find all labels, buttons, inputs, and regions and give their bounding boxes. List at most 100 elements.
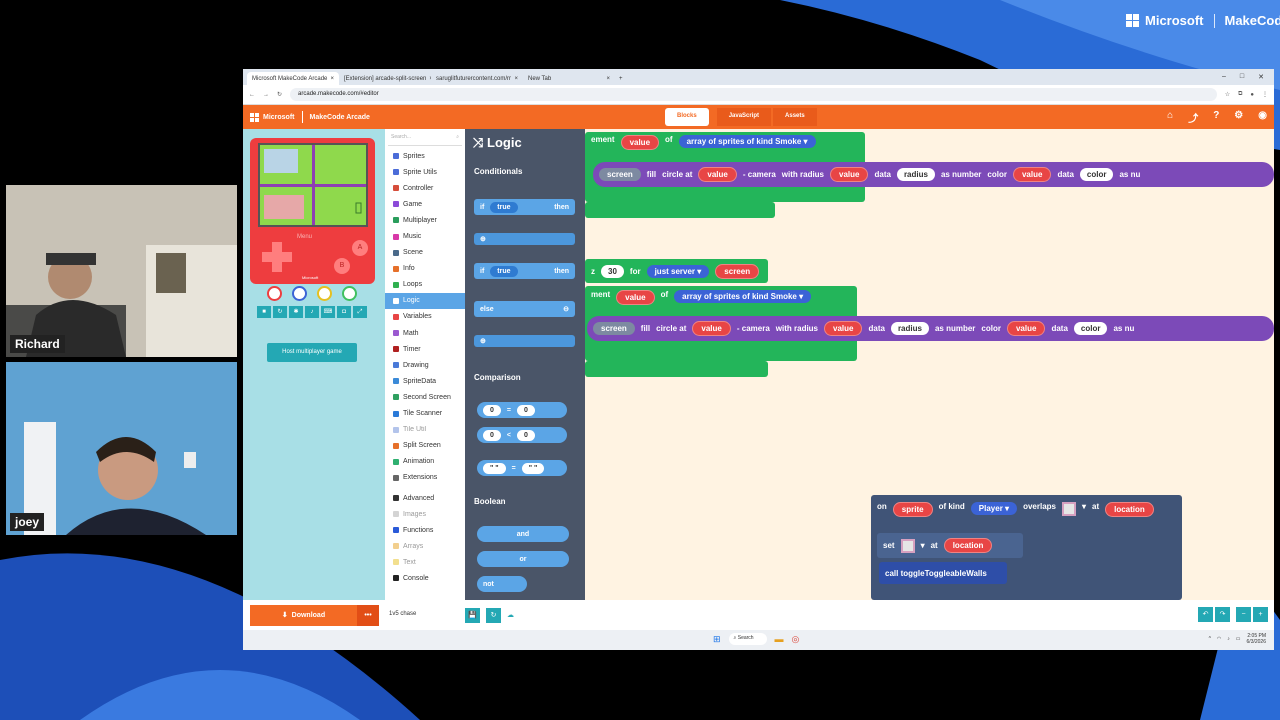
toolbox-category-timer[interactable]: Timer: [385, 341, 465, 357]
zoom-out-icon[interactable]: −: [1236, 607, 1251, 622]
toolbox-category-text[interactable]: Text: [385, 554, 465, 570]
app-title[interactable]: MakeCode Arcade: [309, 113, 370, 121]
home-icon[interactable]: ⌂: [1167, 109, 1174, 121]
browser-tab[interactable]: saruglitfuturercontent.com/rr×: [436, 75, 518, 82]
toolbox-category-functions[interactable]: Functions: [385, 522, 465, 538]
share-icon[interactable]: ⤴: [1188, 113, 1199, 125]
download-button[interactable]: ⬇ Download: [250, 604, 357, 626]
browser-tab[interactable]: [Extension] arcade-split-screen×: [339, 72, 431, 85]
more-button[interactable]: •••: [357, 604, 379, 626]
game-screen[interactable]: [258, 143, 368, 227]
close-icon[interactable]: ×: [429, 76, 431, 82]
file-explorer-icon[interactable]: ▬: [774, 634, 784, 644]
player-2-button[interactable]: [292, 286, 307, 301]
keyboard-icon[interactable]: ⌨: [321, 306, 335, 318]
close-window-icon[interactable]: ✕: [1258, 74, 1264, 81]
toolbox-category-info[interactable]: Info: [385, 261, 465, 277]
close-icon[interactable]: ×: [514, 75, 518, 82]
toolbox-category-drawing[interactable]: Drawing: [385, 357, 465, 373]
toolbox-category-loops[interactable]: Loops: [385, 277, 465, 293]
menu-icon[interactable]: ⋮: [1262, 92, 1268, 98]
not-block[interactable]: not: [477, 576, 527, 592]
toolbox-category-music[interactable]: Music: [385, 228, 465, 244]
compare-equal-block[interactable]: 0=0: [477, 402, 567, 418]
toolbox-category-images[interactable]: Images: [385, 506, 465, 522]
toolbox-category-logic[interactable]: Logic: [385, 292, 465, 309]
taskbar-search[interactable]: ⌕ Search: [728, 633, 767, 645]
or-block[interactable]: or: [477, 551, 569, 567]
project-name-input[interactable]: 1v5 chase: [389, 611, 417, 617]
player-1-button[interactable]: [267, 286, 282, 301]
toolbox-category-math[interactable]: Math: [385, 325, 465, 341]
browser-tab[interactable]: New Tab×: [528, 75, 610, 82]
toolbox-category-controller[interactable]: Controller: [385, 180, 465, 196]
url-input[interactable]: arcade.makecode.com/#editor: [290, 88, 1217, 101]
mute-icon[interactable]: ♪: [305, 306, 319, 318]
maximize-icon[interactable]: □: [1239, 73, 1245, 80]
save-icon[interactable]: 💾: [465, 607, 480, 623]
player-4-button[interactable]: [342, 286, 357, 301]
minimize-icon[interactable]: –: [1221, 73, 1226, 80]
menu-button[interactable]: Menu: [297, 234, 313, 240]
new-tab-button[interactable]: +: [619, 76, 623, 82]
compare-less-block[interactable]: 0<0: [477, 427, 567, 443]
settings-gear-icon[interactable]: ⚙: [1234, 109, 1244, 121]
call-function-block[interactable]: call toggleToggleableWalls: [879, 562, 1007, 584]
toolbox-category-multiplayer[interactable]: Multiplayer: [385, 212, 465, 228]
chrome-icon[interactable]: ◎: [791, 633, 800, 644]
compare-string-block[interactable]: " "=" ": [477, 460, 567, 476]
debug-icon[interactable]: ✱: [289, 306, 303, 318]
toolbox-category-sprite-utils[interactable]: Sprite Utils: [385, 164, 465, 180]
wifi-icon[interactable]: ◠: [1216, 636, 1222, 642]
tab-assets[interactable]: Assets: [773, 108, 817, 126]
toolbox-category-arrays[interactable]: Arrays: [385, 538, 465, 554]
restart-icon[interactable]: ↻: [273, 306, 287, 318]
host-multiplayer-button[interactable]: Host multiplayer game: [267, 343, 357, 362]
star-icon[interactable]: ☆: [1224, 92, 1231, 98]
windows-start-icon[interactable]: ⊞: [713, 633, 721, 644]
close-icon[interactable]: ×: [606, 75, 610, 82]
toolbox-category-scene[interactable]: Scene: [385, 245, 465, 261]
profile-icon[interactable]: ●: [1250, 91, 1254, 98]
forward-icon[interactable]: →: [263, 91, 269, 98]
redo-icon[interactable]: ↷: [1215, 607, 1230, 622]
browser-tab[interactable]: Microsoft MakeCode Arcade×: [247, 72, 339, 85]
help-icon[interactable]: ?: [1213, 109, 1220, 121]
toolbox-category-tile-scanner[interactable]: Tile Scanner: [385, 406, 465, 422]
player-3-button[interactable]: [317, 286, 332, 301]
volume-icon[interactable]: ♪: [1227, 636, 1230, 642]
toolbox-category-second-screen[interactable]: Second Screen: [385, 389, 465, 405]
close-icon[interactable]: ×: [330, 75, 334, 82]
back-icon[interactable]: ←: [249, 91, 255, 98]
fullscreen-icon[interactable]: ⤢: [353, 306, 367, 318]
reload-icon[interactable]: ↻: [277, 92, 283, 98]
sync-icon[interactable]: ↻: [486, 607, 501, 623]
toolbox-category-tile-util[interactable]: Tile Util: [385, 422, 465, 438]
toolbox-category-spritedata[interactable]: SpriteData: [385, 373, 465, 389]
and-block[interactable]: and: [477, 526, 569, 542]
toolbox-category-console[interactable]: Console: [385, 570, 465, 586]
tab-javascript[interactable]: JavaScript: [716, 108, 772, 126]
toolbox-category-game[interactable]: Game: [385, 196, 465, 212]
toolbox-category-advanced[interactable]: Advanced: [385, 490, 465, 506]
screenshot-icon[interactable]: ◘: [337, 306, 351, 318]
stop-icon[interactable]: ■: [257, 306, 271, 318]
undo-icon[interactable]: ↶: [1198, 607, 1213, 622]
toolbox-category-variables[interactable]: Variables: [385, 309, 465, 325]
b-button[interactable]: B: [334, 258, 350, 274]
a-button[interactable]: A: [352, 240, 368, 256]
toolbox-category-split-screen[interactable]: Split Screen: [385, 438, 465, 454]
battery-icon[interactable]: ▭: [1235, 636, 1241, 642]
zoom-in-icon[interactable]: +: [1253, 607, 1268, 622]
dpad[interactable]: [262, 242, 292, 272]
toolbox-category-animation[interactable]: Animation: [385, 454, 465, 470]
tray-chevron-icon[interactable]: ^: [1208, 636, 1211, 642]
